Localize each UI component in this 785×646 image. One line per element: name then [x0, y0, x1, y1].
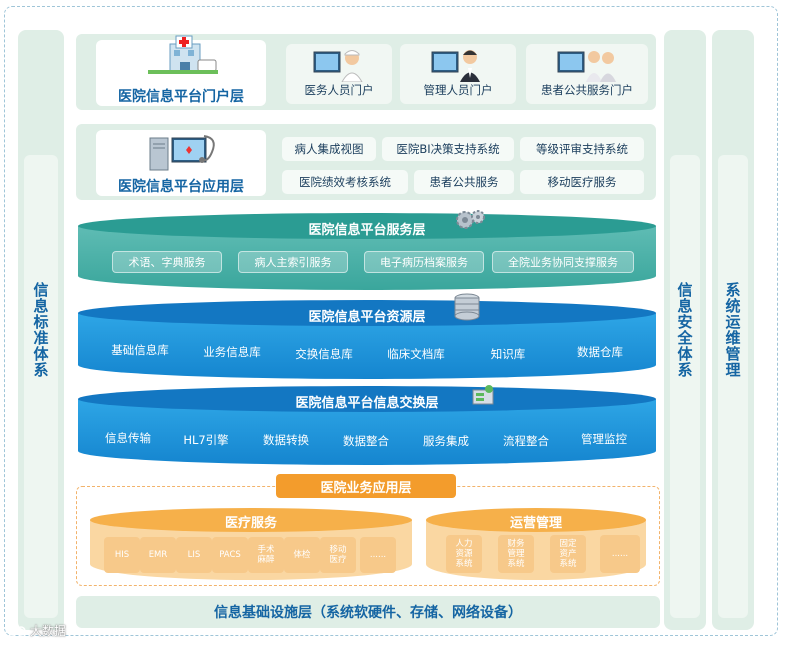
portal-card-manager-label: 管理人员门户	[423, 83, 493, 97]
exchange-title: 医院信息平台信息交换层	[295, 396, 439, 411]
service-item-emr-archive: 电子病历档案服务	[364, 251, 484, 273]
info-security-label: 信息安全体系	[675, 282, 694, 378]
exchange-item-integrate-data: 数据整合	[343, 434, 389, 448]
medical-item-emr: EMR	[140, 537, 176, 573]
resource-item-exchange: 交换信息库	[295, 347, 353, 361]
app-item-mobile: 移动医疗服务	[520, 170, 644, 194]
app-item-public-service: 患者公共服务	[414, 170, 514, 194]
info-security-bar: 信息安全体系	[664, 30, 706, 630]
application-title: 医院信息平台应用层	[118, 179, 244, 195]
service-item-collaboration: 全院业务协同支撑服务	[492, 251, 634, 273]
business-title: 医院业务应用层	[276, 474, 456, 498]
medical-item-surgery: 手术 麻醉	[248, 537, 284, 573]
service-item-empi: 病人主索引服务	[238, 251, 348, 273]
resource-item-clinical-doc: 临床文档库	[387, 347, 445, 361]
portal-header: 医院信息平台门户层	[96, 35, 266, 106]
exchange-item-convert: 数据转换	[263, 433, 309, 447]
computer-stethoscope-icon	[149, 135, 215, 171]
portal-layer: 医院信息平台门户层 医务人员门户 管理人员门户	[76, 34, 656, 110]
exchange-item-service: 服务集成	[423, 434, 469, 448]
manager-computer-icon	[431, 50, 480, 82]
exchange-item-process: 流程整合	[503, 434, 549, 448]
operation-item-assets: 固定 资产 系统	[550, 535, 586, 573]
gears-icon	[456, 210, 485, 229]
portal-card-manager: 管理人员门户	[400, 44, 516, 104]
medical-item-more: ......	[360, 537, 396, 573]
app-item-grade-review: 等级评审支持系统	[520, 137, 644, 161]
info-standard-label: 信息标准体系	[31, 282, 50, 378]
exchange-item-transfer: 信息传输	[105, 431, 151, 445]
ops-management-label: 系统运维管理	[723, 282, 742, 378]
resource-item-business: 业务信息库	[203, 345, 261, 359]
app-item-bi: 医院BI决策支持系统	[382, 137, 514, 161]
application-header: 医院信息平台应用层	[96, 130, 266, 196]
database-icon	[454, 293, 480, 321]
medical-item-checkup: 体检	[284, 537, 320, 573]
portal-card-patient-label: 患者公共服务门户	[541, 83, 633, 97]
exchange-item-hl7: HL7引擎	[183, 433, 229, 447]
operation-title: 运营管理	[509, 516, 562, 531]
portal-title: 医院信息平台门户层	[118, 89, 244, 105]
operation-item-more: ......	[600, 535, 640, 573]
portal-card-medical-label: 医务人员门户	[304, 83, 374, 97]
service-item-terminology: 术语、字典服务	[112, 251, 222, 273]
portal-card-medical: 医务人员门户	[286, 44, 392, 104]
diagram-frame	[4, 6, 778, 636]
medical-item-pacs: PACS	[212, 537, 248, 573]
operation-item-finance: 财务 管理 系统	[498, 535, 534, 573]
medical-item-his: HIS	[104, 537, 140, 573]
service-title: 医院信息平台服务层	[308, 223, 426, 238]
patients-icon	[557, 51, 616, 82]
exchange-server-icon	[472, 385, 494, 405]
watermark: 大数据	[8, 622, 66, 639]
service-layer: 医院信息平台服务层 术语、字典服务 病人主索引服务 电子病历档案服务 全院业务协…	[78, 210, 656, 291]
app-item-patient-view: 病人集成视图	[282, 137, 376, 161]
ops-management-bar: 系统运维管理	[712, 30, 754, 630]
infrastructure-layer: 信息基础设施层（系统软硬件、存储、网络设备）	[76, 596, 660, 628]
resource-item-knowledge: 知识库	[490, 347, 526, 361]
resource-item-basic: 基础信息库	[111, 343, 169, 357]
medical-item-mobile: 移动 医疗	[320, 537, 356, 573]
info-standard-bar: 信息标准体系	[18, 30, 64, 630]
operation-item-hr: 人力 资源 系统	[446, 535, 482, 573]
app-item-performance: 医院绩效考核系统	[282, 170, 408, 194]
nurse-doctor-icon	[313, 50, 363, 82]
hospital-icon	[148, 35, 218, 74]
application-layer: 医院信息平台应用层 病人集成视图 医院BI决策支持系统 等级评审支持系统 医院绩…	[76, 124, 656, 200]
resource-title: 医院信息平台资源层	[308, 310, 426, 325]
watermark-text: 大数据	[30, 624, 67, 638]
medical-item-lis: LIS	[176, 537, 212, 573]
watermark-logo-icon	[8, 625, 26, 636]
resource-item-warehouse: 数据仓库	[577, 345, 623, 359]
exchange-layer: 医院信息平台信息交换层 信息传输 HL7引擎 数据转换 数据整合 服务集成 流程…	[78, 385, 656, 468]
exchange-item-monitor: 管理监控	[581, 432, 627, 446]
medical-service-title: 医疗服务	[224, 516, 277, 531]
portal-card-patient: 患者公共服务门户	[526, 44, 648, 104]
resource-layer: 医院信息平台资源层 基础信息库 业务信息库 交换信息库 临床文档库 知识库 数据…	[78, 293, 656, 382]
